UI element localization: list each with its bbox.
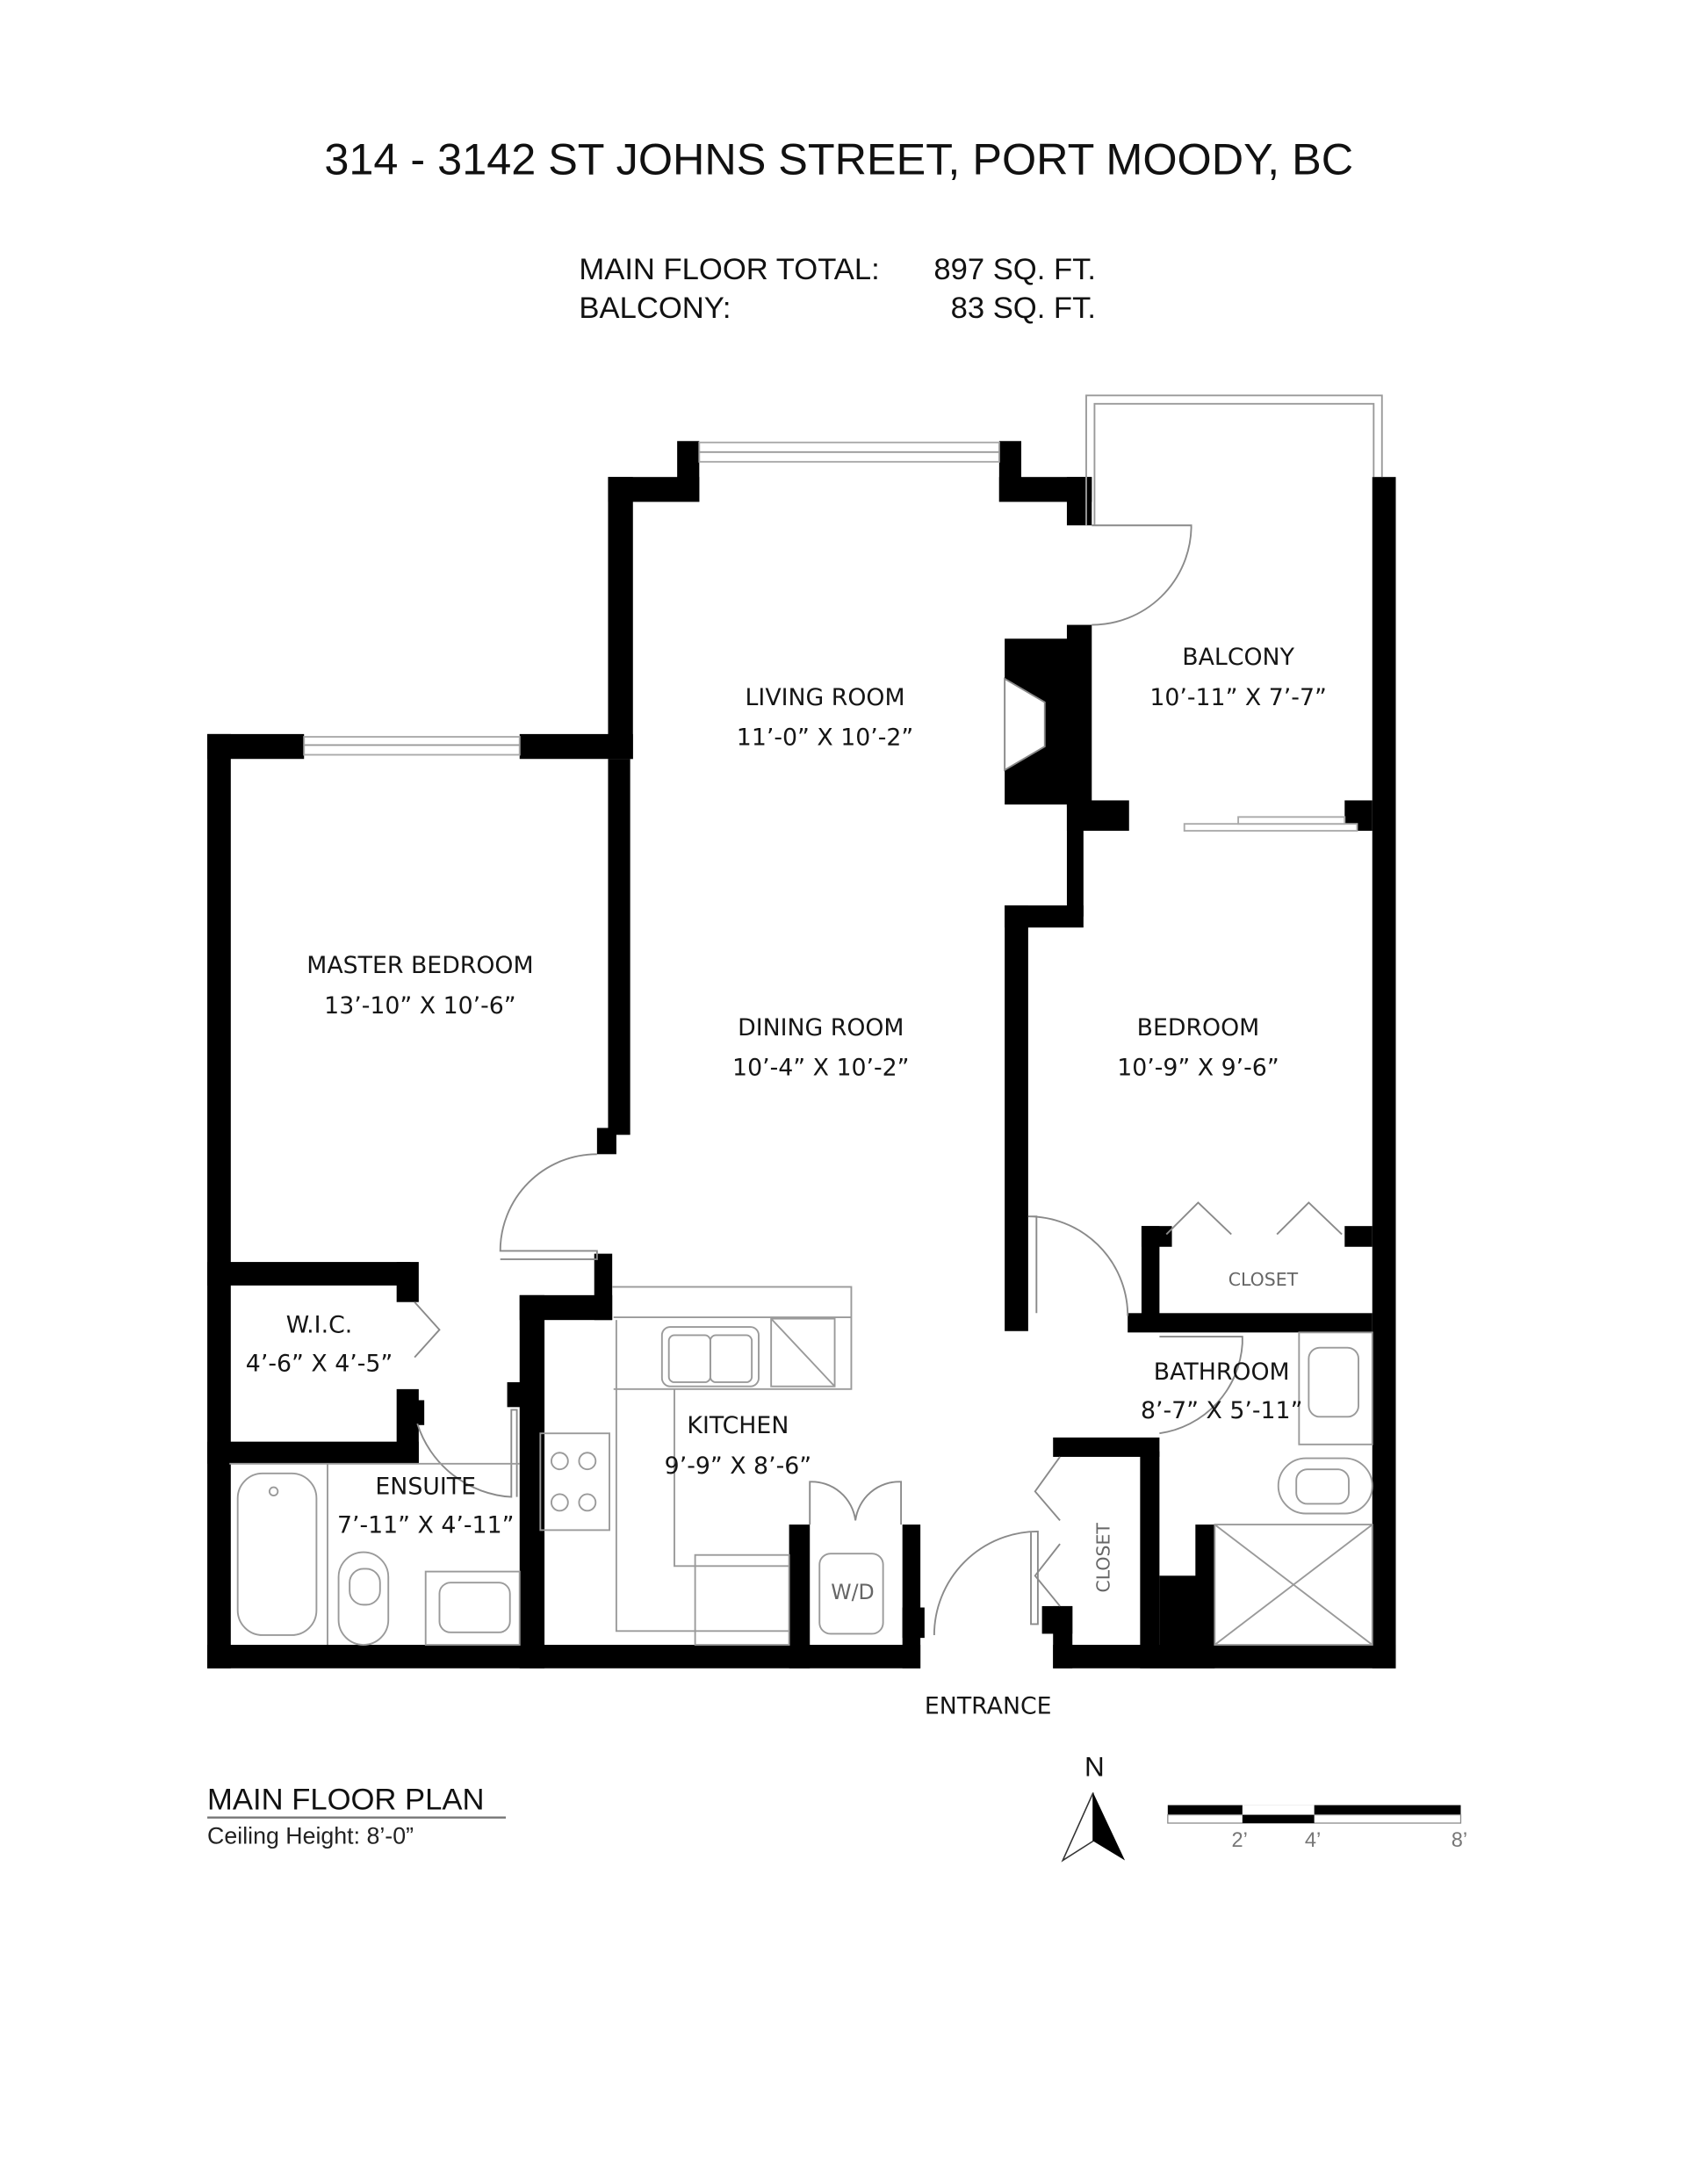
bathroom-sink-icon xyxy=(1308,1346,1359,1418)
sink-icon xyxy=(438,1582,511,1633)
room-size: 11’-0” X 10’-2” xyxy=(737,724,913,751)
bedroom-closet-bifold xyxy=(1165,1201,1343,1236)
sliding-door xyxy=(1183,816,1358,833)
fridge-icon xyxy=(694,1553,790,1646)
entry-closet-label: CLOSET xyxy=(1093,1523,1114,1593)
bathtub-icon xyxy=(236,1472,318,1636)
legend: MAIN FLOOR PLAN Ceiling Height: 8’-0” xyxy=(207,1783,506,1849)
room-name: LIVING ROOM xyxy=(746,684,905,711)
entry-closet-bifold xyxy=(1034,1456,1061,1607)
ceiling-height: Ceiling Height: 8’-0” xyxy=(207,1823,414,1849)
room-size: 8’-7” X 5’-11” xyxy=(1141,1397,1302,1424)
stove-icon xyxy=(539,1432,610,1532)
north-arrow-icon: N xyxy=(1061,1752,1126,1863)
entrance-label: ENTRANCE xyxy=(925,1693,1052,1720)
room-size: 10’-4” X 10’-2” xyxy=(732,1055,909,1082)
wic-bifold-door xyxy=(414,1301,441,1359)
legend-title: MAIN FLOOR PLAN xyxy=(207,1783,484,1816)
room-name: ENSUITE xyxy=(375,1473,476,1500)
bedroom-closet-label: CLOSET xyxy=(1228,1269,1299,1290)
bathroom-toilet-icon xyxy=(1277,1457,1373,1515)
double-sink-icon xyxy=(660,1326,760,1388)
room-name: DINING ROOM xyxy=(738,1014,904,1042)
address-title: 314 - 3142 ST JOHNS STREET, PORT MOODY, … xyxy=(324,134,1353,184)
room-master-bedroom: MASTER BEDROOM 13’-10” X 10’-6” xyxy=(306,952,533,1020)
room-size: 13’-10” X 10’-6” xyxy=(324,992,516,1020)
room-size: 10’-9” X 9’-6” xyxy=(1117,1055,1279,1082)
main-floor-total-value: 897 SQ. FT. xyxy=(933,253,1096,286)
room-ensuite: ENSUITE 7’-11” X 4’-11” xyxy=(337,1473,514,1539)
room-balcony: BALCONY 10’-11” X 7’-7” xyxy=(1149,644,1326,711)
shower-icon xyxy=(1214,1524,1373,1646)
room-size: 9’-9” X 8’-6” xyxy=(665,1452,811,1480)
room-name: BALCONY xyxy=(1182,644,1294,671)
balcony-area-label: BALCONY: xyxy=(579,292,731,325)
master-bedroom-door-swing xyxy=(499,1153,598,1260)
compass-label: N xyxy=(1084,1752,1105,1783)
room-living: LIVING ROOM 11’-0” X 10’-2” xyxy=(737,684,913,752)
kitchen-fixtures xyxy=(539,1286,853,1646)
toilet-icon xyxy=(337,1551,390,1646)
room-wic: W.I.C. 4’-6” X 4’-5” xyxy=(246,1311,393,1377)
scale-tick-4: 4’ xyxy=(1305,1829,1321,1852)
main-floor-total-label: MAIN FLOOR TOTAL: xyxy=(579,253,879,286)
bathroom-fixtures xyxy=(1214,1331,1373,1646)
walls xyxy=(207,441,1396,1669)
room-kitchen: KITCHEN 9’-9” X 8’-6” xyxy=(665,1412,811,1480)
fireplace-icon xyxy=(1004,677,1046,772)
windows xyxy=(303,441,1000,756)
entry-door-swing xyxy=(933,1531,1039,1635)
dishwasher-icon xyxy=(770,1317,836,1388)
room-bathroom: BATHROOM 8’-7” X 5’-11” xyxy=(1141,1359,1302,1424)
bedroom-door-swing xyxy=(1027,1215,1129,1316)
room-name: BATHROOM xyxy=(1154,1359,1290,1386)
washer-dryer-label: W/D xyxy=(831,1580,874,1604)
balcony-railing xyxy=(1085,394,1383,526)
room-bedroom: BEDROOM 10’-9” X 9’-6” xyxy=(1117,1014,1279,1082)
room-size: 4’-6” X 4’-5” xyxy=(246,1350,393,1377)
ensuite-door-swing xyxy=(416,1409,518,1498)
ensuite-fixtures xyxy=(229,1462,521,1646)
room-name: MASTER BEDROOM xyxy=(306,952,533,979)
room-name: KITCHEN xyxy=(687,1412,789,1439)
room-name: W.I.C. xyxy=(286,1311,352,1338)
bathroom-door-swing xyxy=(1159,1336,1243,1435)
room-size: 10’-11” X 7’-7” xyxy=(1149,684,1326,711)
scale-bar: 2’ 4’ 8’ xyxy=(1167,1805,1467,1852)
balcony-door-swing xyxy=(1092,524,1192,626)
scale-tick-2: 2’ xyxy=(1231,1829,1247,1852)
washer-dryer-closet xyxy=(809,1481,903,1635)
scale-tick-8: 8’ xyxy=(1452,1829,1467,1852)
room-dining: DINING ROOM 10’-4” X 10’-2” xyxy=(732,1014,909,1082)
room-size: 7’-11” X 4’-11” xyxy=(337,1512,514,1539)
balcony-area-value: 83 SQ. FT. xyxy=(951,292,1096,325)
room-name: BEDROOM xyxy=(1137,1014,1260,1042)
